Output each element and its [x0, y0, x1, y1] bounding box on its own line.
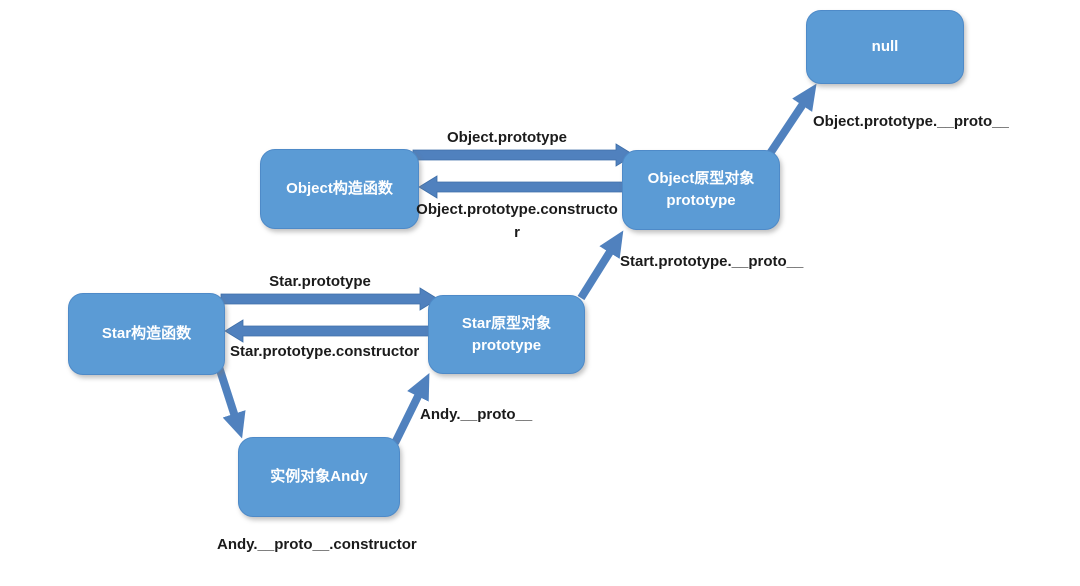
node-instance-andy: 实例对象Andy — [238, 437, 400, 517]
arrow-star-ctor-to-andy — [215, 365, 246, 439]
arrow-object-prototype-proto — [765, 83, 817, 158]
edge-label-object-prototype: Object.prototype — [446, 129, 567, 146]
edge-label-star-prototype: Star.prototype — [269, 273, 371, 290]
edge-label-start-prototype-proto: Start.prototype.__proto__ — [620, 253, 804, 270]
node-star-prototype: Star原型对象 prototype — [428, 295, 585, 374]
arrow-object-prototype-constructor — [418, 175, 631, 199]
arrow-andy-proto — [391, 373, 430, 445]
edge-label-andy-proto: Andy.__proto__ — [420, 406, 533, 423]
edge-label-object-prototype-proto: Object.prototype.__proto__ — [813, 113, 1009, 130]
node-object-constructor: Object构造函数 — [260, 149, 419, 229]
node-star-constructor: Star构造函数 — [68, 293, 225, 375]
edge-label-andy-proto-constructor: Andy.__proto__.constructor — [217, 536, 417, 553]
edge-label-star-prototype-constructor: Star.prototype.constructor — [230, 343, 420, 360]
edge-label-object-prototype-constructor: Object.prototype.constructor — [416, 201, 618, 241]
arrow-star-prototype-constructor — [224, 319, 433, 343]
node-object-prototype: Object原型对象 prototype — [622, 150, 780, 230]
arrow-start-prototype-proto — [577, 230, 624, 301]
node-null: null — [806, 10, 964, 84]
